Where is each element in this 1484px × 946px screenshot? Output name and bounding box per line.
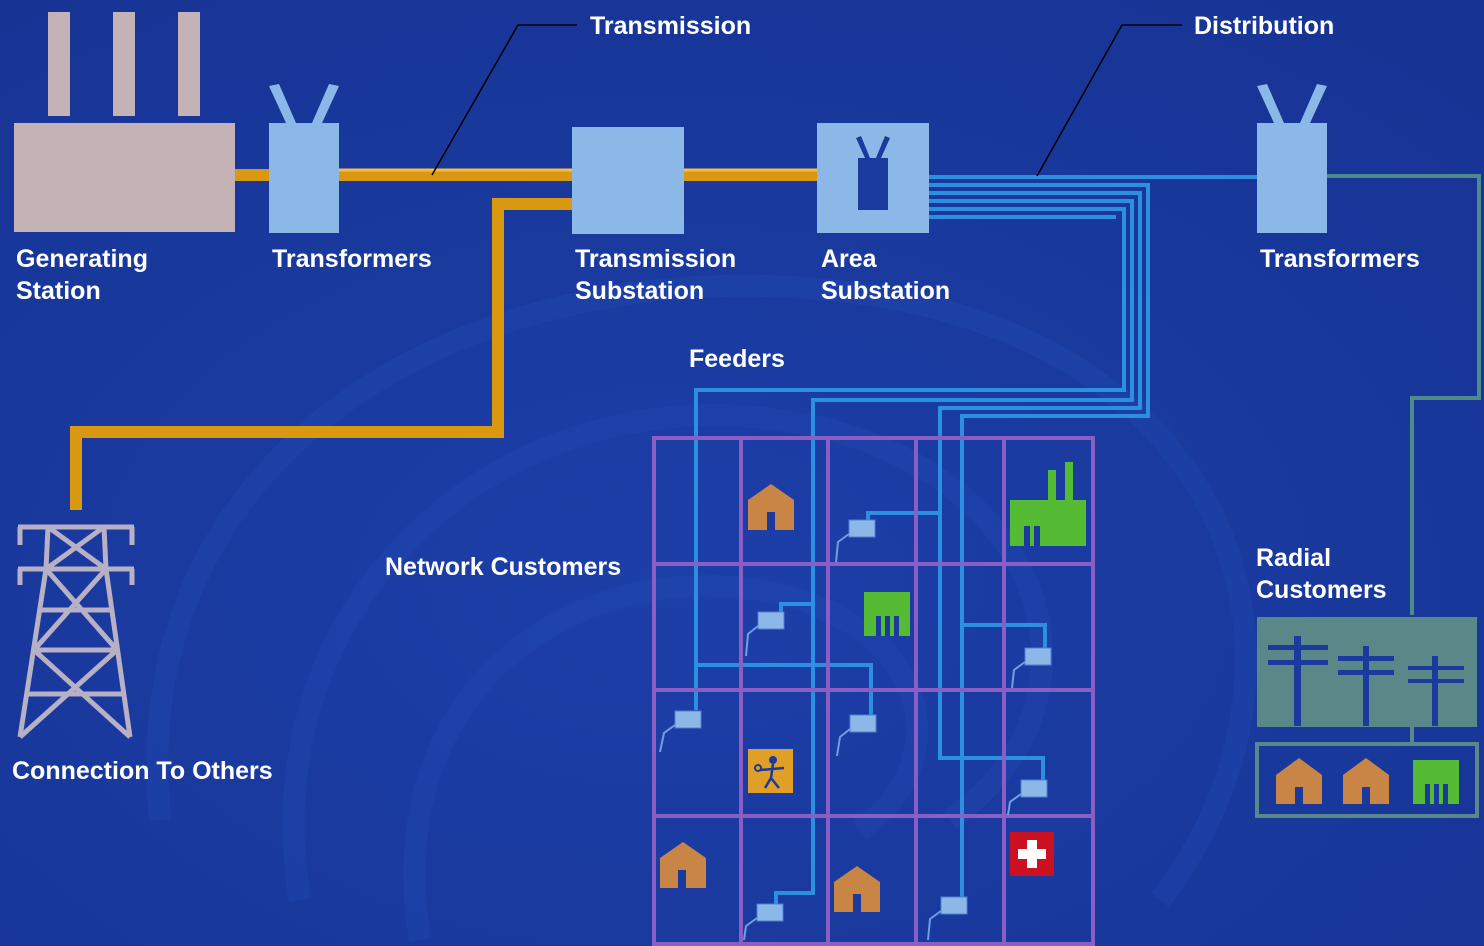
transformer-icon xyxy=(940,896,968,915)
factory-icon xyxy=(864,592,910,636)
transformer-icon xyxy=(756,903,784,922)
leader-lines xyxy=(431,24,1182,177)
substation-icon xyxy=(572,127,684,234)
feeders-label: Feeders xyxy=(689,345,785,373)
utility-pole-icon xyxy=(1338,646,1394,726)
transformer-icon xyxy=(1024,647,1052,666)
power-plant-icon xyxy=(14,12,235,232)
transmission-tower-icon xyxy=(17,524,135,739)
hospital-icon xyxy=(1010,832,1054,876)
transmission-substation-label: Transmission Substation xyxy=(575,245,737,305)
utility-pole-panel xyxy=(1255,617,1479,818)
utility-pole-icon xyxy=(1268,636,1328,726)
connection-to-others-label: Connection To Others xyxy=(12,757,273,785)
school-icon xyxy=(748,749,793,793)
transformer-icon xyxy=(848,519,876,538)
substation-icon xyxy=(817,123,929,233)
distribution-label: Distribution xyxy=(1194,12,1335,40)
transmission-lines xyxy=(70,169,820,510)
generating-station-label: Generating Station xyxy=(16,245,148,305)
transformer-icon xyxy=(1020,779,1048,798)
transformer-icon xyxy=(269,84,339,233)
transformers-right-label: Transformers xyxy=(1260,245,1420,273)
network-customers-label: Network Customers xyxy=(385,553,622,581)
house-icon xyxy=(660,842,706,888)
network-grid xyxy=(652,436,1095,946)
utility-pole-icon xyxy=(1408,656,1464,726)
transformer-icon xyxy=(849,714,877,733)
house-icon xyxy=(1343,758,1389,804)
house-icon xyxy=(1276,758,1322,804)
network-transformers xyxy=(674,519,1052,922)
transmission-label: Transmission xyxy=(590,12,752,40)
radial-customers-label: Radial Customers xyxy=(1256,544,1387,604)
radial-line xyxy=(1327,174,1481,615)
house-icon xyxy=(748,484,794,530)
transformer-icon xyxy=(674,710,702,729)
factory-icon xyxy=(1413,760,1459,804)
feeder-lines xyxy=(694,175,1258,906)
service-drops xyxy=(659,533,1026,941)
area-substation-label: Area Substation xyxy=(821,245,951,305)
transformer-icon xyxy=(1257,84,1327,233)
house-icon xyxy=(834,866,880,912)
transformer-icon xyxy=(757,611,785,630)
transformers-left-label: Transformers xyxy=(272,245,432,273)
factory-icon xyxy=(1010,462,1086,546)
